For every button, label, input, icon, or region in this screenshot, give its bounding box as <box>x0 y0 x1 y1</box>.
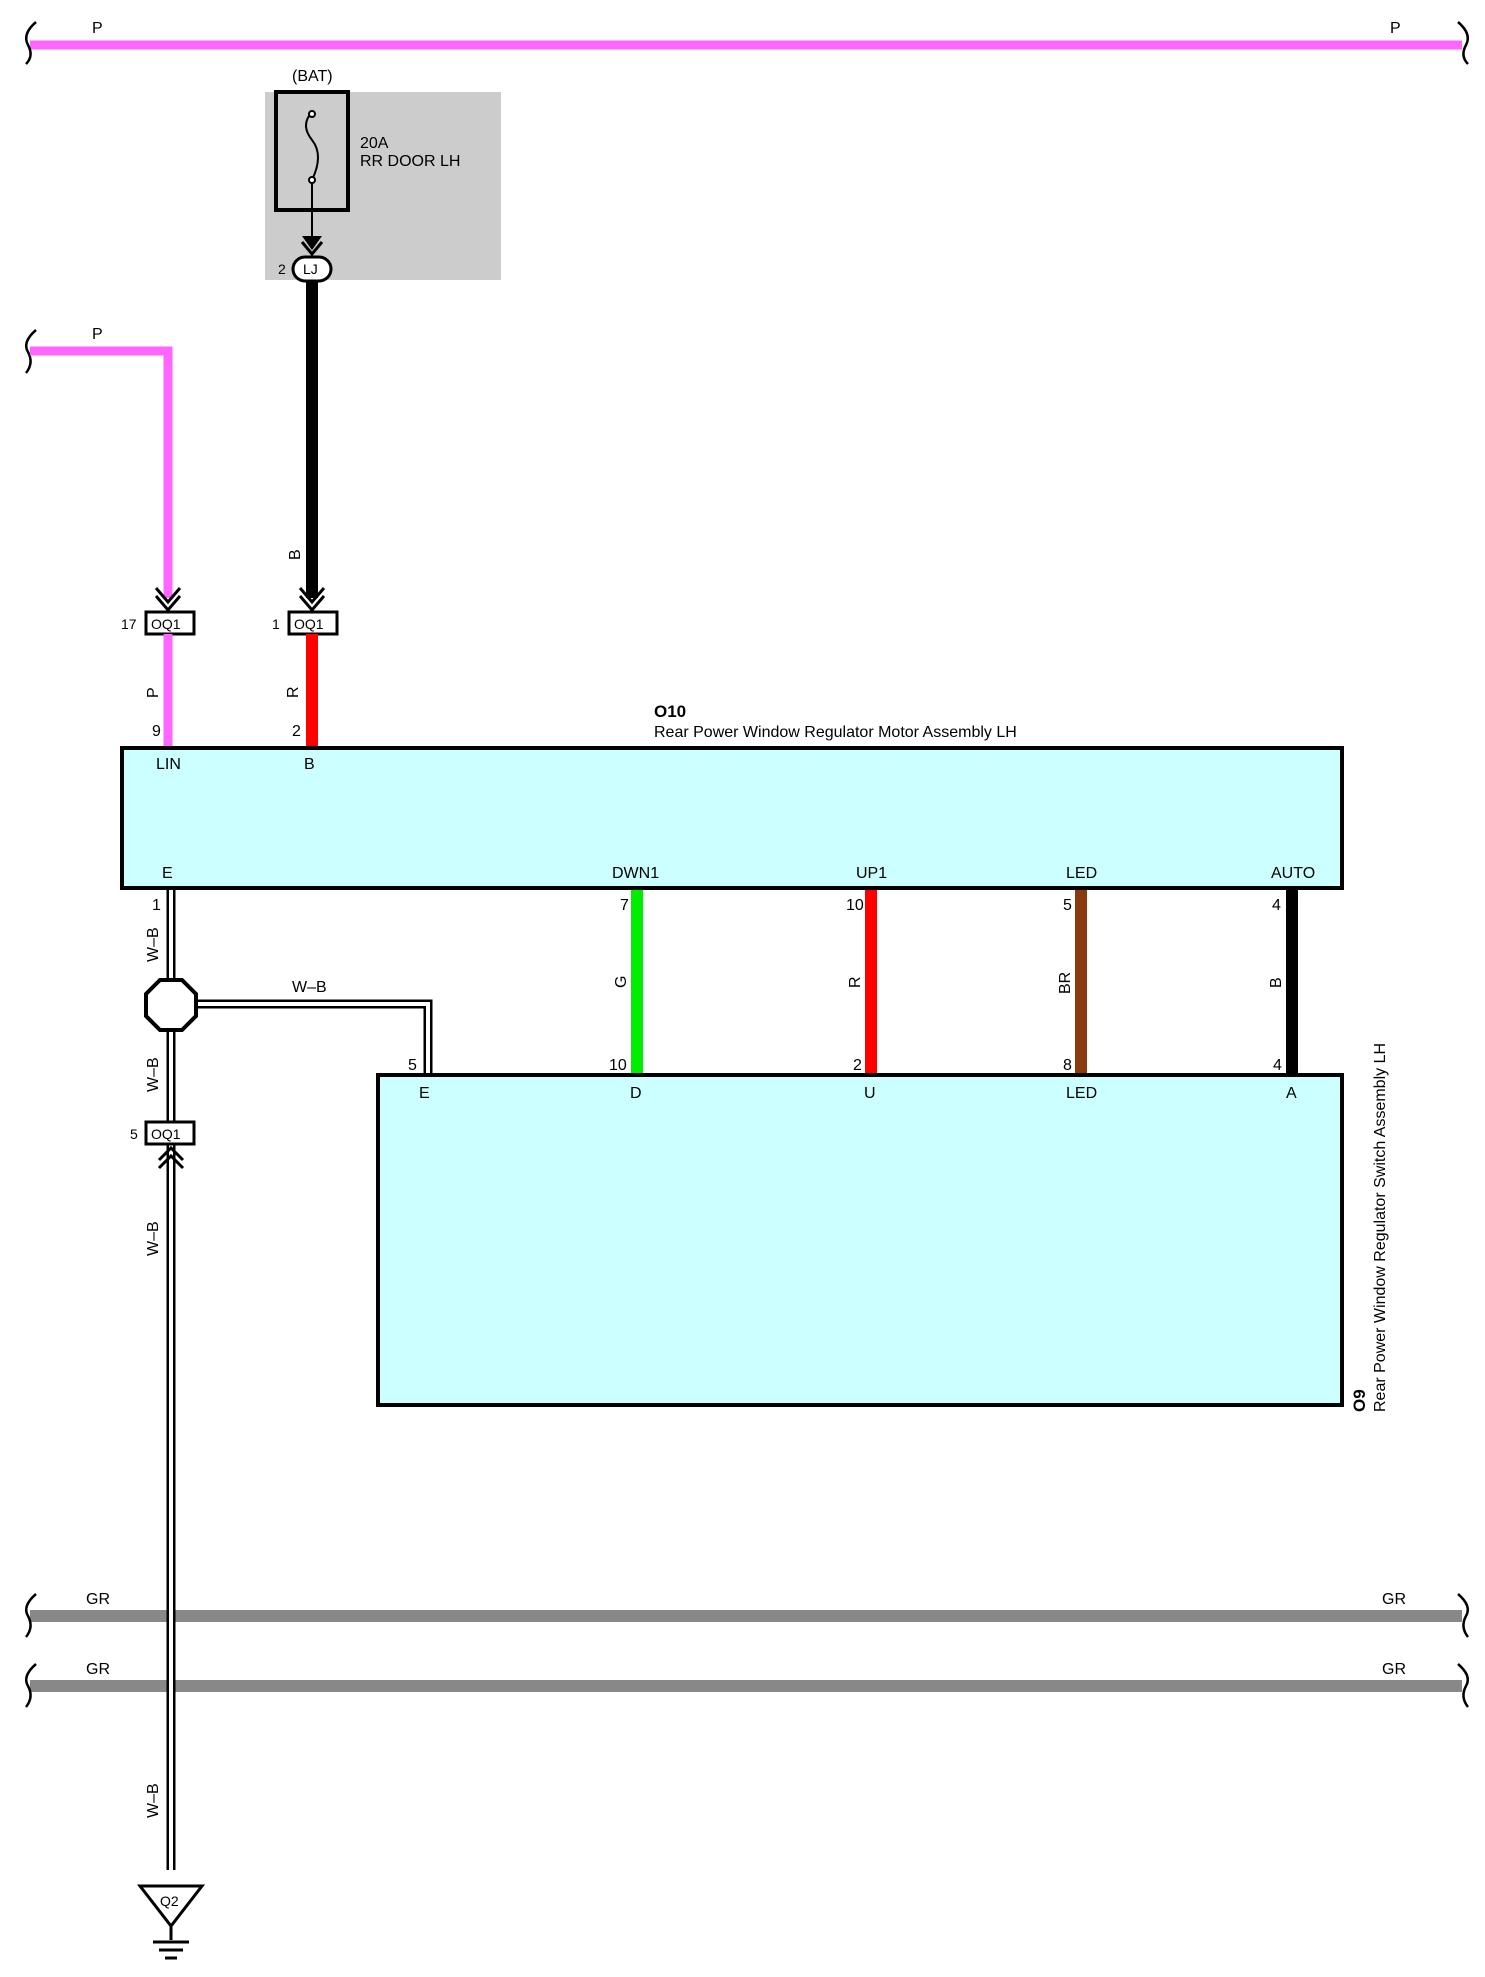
wire-label-ground-lower: W–B <box>145 1783 162 1818</box>
wire-up1: R <box>847 890 877 1075</box>
top-bus-label-left: P <box>92 20 103 37</box>
wire-bat-to-oq1: B <box>287 281 326 613</box>
wire-label-junction-oq1: W–B <box>145 1057 162 1092</box>
motor-pin-e: E <box>162 865 173 882</box>
svg-text:P: P <box>145 687 162 698</box>
wire-label-junction-switch: W–B <box>292 979 327 996</box>
junction-connector <box>144 978 198 1032</box>
top-bus-label-right: P <box>1390 20 1401 37</box>
motor-pin-auto-num: 4 <box>1272 897 1281 914</box>
wire-label-b-top: B <box>287 549 304 560</box>
wire-auto: B <box>1268 890 1298 1075</box>
svg-text:OQ1: OQ1 <box>294 616 324 632</box>
svg-text:GR: GR <box>86 1591 110 1608</box>
svg-text:OQ1: OQ1 <box>151 616 181 632</box>
motor-pin-e-num: 1 <box>152 897 161 914</box>
svg-text:GR: GR <box>1382 1661 1406 1678</box>
switch-pin-d-num: 10 <box>609 1057 627 1074</box>
wire-label-oq1-ground: W–B <box>145 1221 162 1256</box>
svg-text:OQ1: OQ1 <box>151 1126 181 1142</box>
fuse-name: RR DOOR LH <box>360 153 460 170</box>
motor-pin-led: LED <box>1066 865 1097 882</box>
switch-pin-u: U <box>864 1085 876 1102</box>
gray-bus-2: GR GR <box>24 1661 1470 1708</box>
switch-pin-u-num: 2 <box>853 1057 862 1074</box>
svg-text:BR: BR <box>1057 972 1074 994</box>
motor-pin-b-num: 2 <box>292 723 301 740</box>
motor-pin-dwn1-num: 7 <box>620 897 629 914</box>
motor-module: O10 Rear Power Window Regulator Motor As… <box>120 702 1344 914</box>
wire-led: BR <box>1057 890 1087 1075</box>
switch-pin-d: D <box>630 1085 642 1102</box>
switch-pin-led: LED <box>1066 1085 1097 1102</box>
svg-text:B: B <box>1268 977 1285 988</box>
motor-pin-up1-num: 10 <box>846 897 864 914</box>
ground-icon: Q2 <box>136 1884 206 1960</box>
lj-pin: 2 <box>278 261 286 277</box>
wire-label-e-junction: W–B <box>145 927 162 962</box>
switch-code: O9 <box>1350 1389 1369 1412</box>
svg-text:GR: GR <box>86 1661 110 1678</box>
fuse-supply-label: (BAT) <box>292 68 333 85</box>
motor-name: Rear Power Window Regulator Motor Assemb… <box>654 724 1017 741</box>
motor-pin-dwn1: DWN1 <box>612 865 659 882</box>
oq1-right-connector: OQ1 1 <box>272 610 339 636</box>
motor-code: O10 <box>654 702 686 721</box>
svg-text:GR: GR <box>1382 1591 1406 1608</box>
switch-pin-e: E <box>419 1085 430 1102</box>
motor-pin-led-num: 5 <box>1063 897 1072 914</box>
ground-label: Q2 <box>160 1893 179 1909</box>
top-pink-bus: P P <box>25 20 1469 65</box>
switch-pin-a-num: 4 <box>1273 1057 1282 1074</box>
wire-oq1-to-lin: P <box>145 634 173 748</box>
fuse-rating: 20A <box>360 135 389 152</box>
oq1-right-pin: 1 <box>272 616 280 632</box>
lj-connector-label: LJ <box>303 261 318 277</box>
switch-module: E D U LED A 5 10 2 8 4 O9 Rear Power Win… <box>376 1043 1389 1412</box>
motor-pin-up1: UP1 <box>856 865 887 882</box>
motor-pin-auto: AUTO <box>1271 865 1315 882</box>
oq1-ground-pin: 5 <box>130 1126 138 1142</box>
oq1-left-connector: OQ1 17 <box>121 610 196 636</box>
motor-pin-lin: LIN <box>156 756 181 773</box>
left-pink-feed: P <box>24 326 182 613</box>
oq1-left-pin: 17 <box>121 616 137 632</box>
wire-e-ground: W–B W–B W–B W–B W–B <box>145 890 433 1870</box>
motor-pin-b: B <box>304 756 315 773</box>
svg-text:G: G <box>613 976 630 988</box>
switch-pin-a: A <box>1286 1085 1297 1102</box>
svg-text:R: R <box>285 686 302 698</box>
svg-text:R: R <box>847 976 864 988</box>
wire-oq1-to-b: R <box>285 634 318 748</box>
switch-name: Rear Power Window Regulator Switch Assem… <box>1372 1043 1389 1412</box>
fuse-block: (BAT) 20A RR DOOR LH LJ 2 <box>265 68 501 283</box>
left-feed-label: P <box>92 326 103 343</box>
wire-dwn1: G <box>613 890 643 1075</box>
motor-pin-lin-num: 9 <box>152 723 161 740</box>
gray-bus-1: GR GR <box>24 1591 1470 1638</box>
oq1-ground-connector: OQ1 5 <box>130 1120 196 1170</box>
switch-pin-e-num: 5 <box>408 1057 417 1074</box>
switch-pin-led-num: 8 <box>1063 1057 1072 1074</box>
